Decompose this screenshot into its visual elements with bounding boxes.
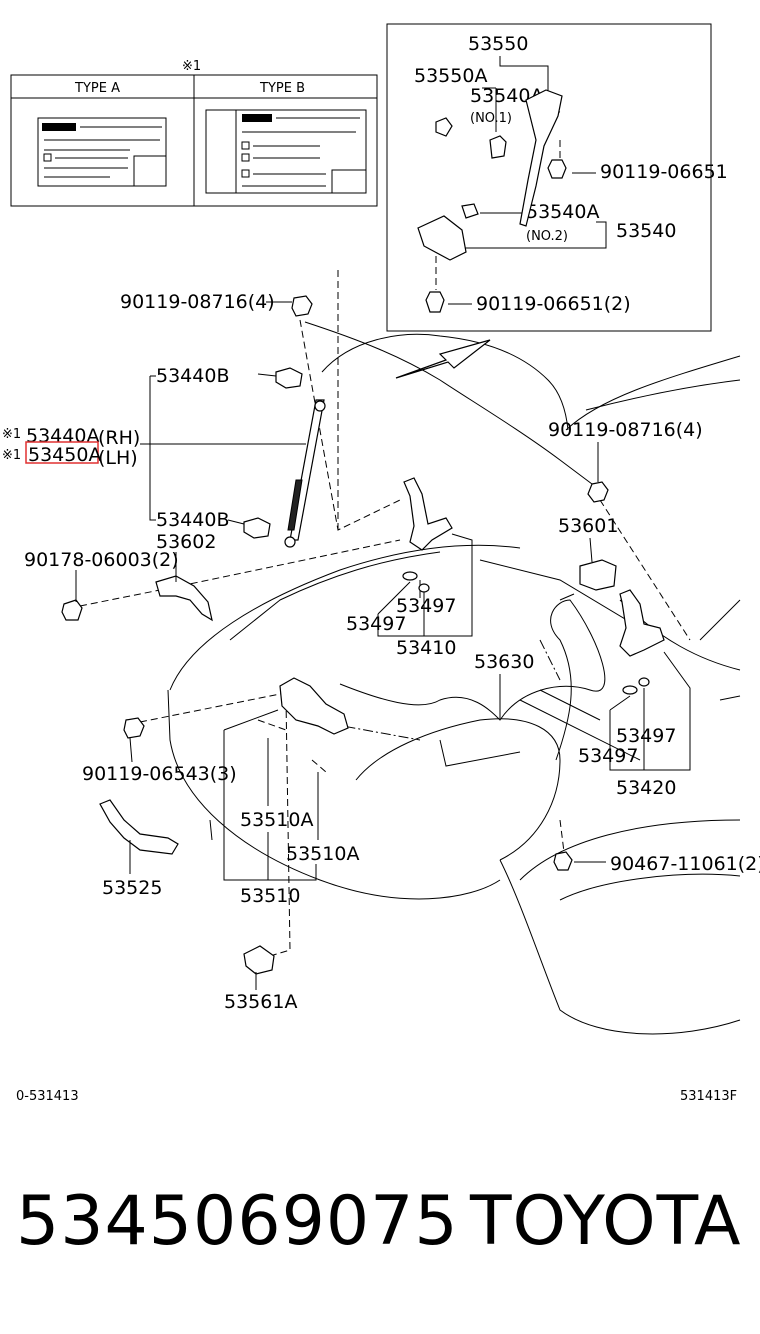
clip-90467-11061 — [553, 851, 573, 871]
vehicle-outline — [167, 321, 741, 1035]
washer-53497-c — [622, 685, 638, 695]
callouts: 90119-08716(4) 53440B ※1 53440A (RH) ※1 … — [2, 291, 760, 1013]
washer-53497-b — [418, 583, 430, 593]
label-90178-06003-2: 90178-06003(2) — [24, 549, 179, 571]
label-53510: 53510 — [240, 885, 300, 907]
label-53420: 53420 — [616, 777, 676, 799]
label-90119-06651: 90119-06651 — [600, 161, 728, 183]
label-53602: 53602 — [156, 531, 216, 553]
cover-53561a — [243, 945, 275, 975]
bolt-90119-08716-left — [291, 295, 313, 317]
inset-detail-box: 53550 53550A 53540A (NO.1) 90119-06651 5… — [386, 23, 728, 332]
label-53510a-a: 53510A — [240, 809, 313, 831]
ref-code-left: 0-531413 — [16, 1089, 79, 1104]
label-53497-c: 53497 — [616, 725, 676, 747]
label-53510a-b: 53510A — [286, 843, 359, 865]
label-53550a: 53550A — [414, 65, 487, 87]
hood-hinge-53410 — [403, 477, 453, 551]
washer-53497-a — [402, 571, 418, 581]
label-53630: 53630 — [474, 651, 534, 673]
hood-arrow — [395, 339, 491, 379]
type-b-label-graphic — [205, 109, 367, 194]
assembly-lines — [79, 270, 691, 957]
label-rh: (RH) — [98, 427, 140, 449]
bolt-90119-08716-right — [587, 481, 609, 503]
label-90119-08716-4-right: 90119-08716(4) — [548, 419, 703, 441]
type-a-label-graphic — [37, 117, 167, 187]
note-mark-lh: ※1 — [2, 448, 21, 463]
label-90119-08716-4-left: 90119-08716(4) — [120, 291, 275, 313]
bracket-no1 — [489, 135, 507, 159]
washer-53497-d — [638, 677, 650, 687]
ball-stud-top — [257, 367, 303, 389]
label-no1: (NO.1) — [470, 111, 512, 126]
type-b-heading: TYPE B — [259, 81, 305, 96]
release-cable-53630 — [339, 599, 606, 761]
type-a-heading: TYPE A — [74, 81, 120, 96]
lock-control-lever-53601 — [579, 559, 617, 591]
clip-53550a — [435, 117, 453, 137]
label-53561a: 53561A — [224, 991, 297, 1013]
label-90119-06543-3: 90119-06543(3) — [82, 763, 237, 785]
label-53497-d: 53497 — [578, 745, 638, 767]
label-53440b-bottom: 53440B — [156, 509, 229, 531]
label-53497-a: 53497 — [396, 595, 456, 617]
hood-hinge-53420 — [619, 589, 665, 657]
brand-name: TOYOTA — [470, 1182, 742, 1261]
bolt-90119-06543 — [123, 717, 145, 739]
label-90467-11061-2: 90467-11061(2) — [610, 853, 760, 875]
warning-label-panel: ※1 TYPE A TYPE B — [10, 59, 378, 207]
hood-lock-53510 — [279, 677, 349, 735]
label-90119-06651-2: 90119-06651(2) — [476, 293, 631, 315]
bolt-90119-06651 — [547, 159, 567, 179]
bolt-90119-06651-2 — [425, 291, 445, 313]
clip-90178-06003 — [61, 599, 83, 621]
label-lh: (LH) — [98, 447, 138, 469]
hood-lock-hook-53602 — [155, 575, 213, 622]
highlight-53450a — [25, 441, 99, 464]
label-53601: 53601 — [558, 515, 618, 537]
note-mark: ※1 — [182, 59, 201, 74]
label-no2: (NO.2) — [526, 229, 568, 244]
lock-support-53550 — [519, 89, 563, 227]
note-mark-rh: ※1 — [2, 427, 21, 442]
label-53540a-no2: 53540A — [526, 201, 599, 223]
part-number: 5345069075 — [16, 1182, 459, 1261]
label-53497-b: 53497 — [346, 613, 406, 635]
label-53450a: 53450A — [28, 444, 101, 466]
ref-code-right: 531413F — [680, 1089, 737, 1104]
label-53550: 53550 — [468, 33, 528, 55]
label-53540: 53540 — [616, 220, 676, 242]
label-53440b-top: 53440B — [156, 365, 229, 387]
ball-stud-bottom — [243, 517, 271, 539]
bracket-53525 — [99, 799, 179, 855]
hood-support-strut — [284, 399, 326, 548]
bracket-no2 — [417, 215, 467, 261]
label-53540a-no1: 53540A — [470, 85, 543, 107]
label-53525: 53525 — [102, 877, 162, 899]
clip-53540a — [461, 203, 479, 219]
label-53410: 53410 — [396, 637, 456, 659]
